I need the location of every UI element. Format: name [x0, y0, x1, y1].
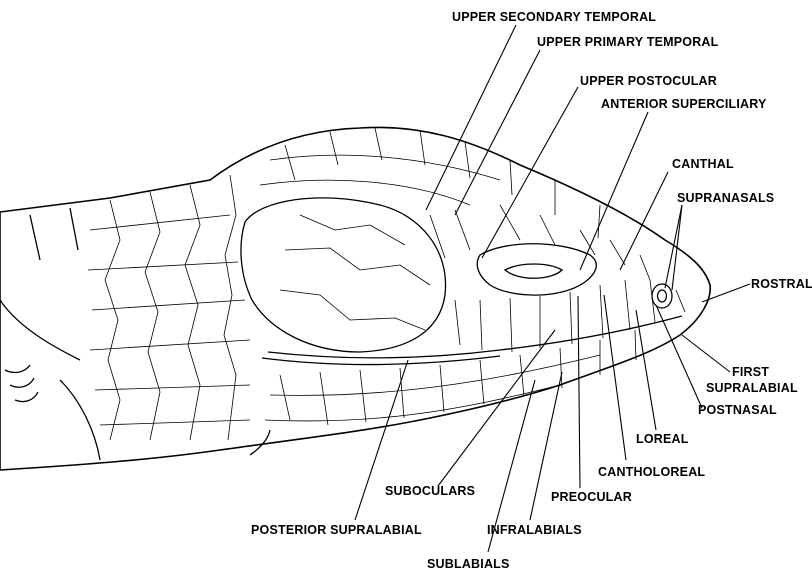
label-loreal: LOREAL	[636, 432, 689, 446]
label-first-supralabial-line1: FIRST	[732, 365, 769, 379]
label-preocular: PREOCULAR	[551, 490, 632, 504]
label-supranasals: SUPRANASALS	[677, 191, 774, 205]
label-infralabials: INFRALABIALS	[487, 523, 582, 537]
label-canthal: CANTHAL	[672, 157, 734, 171]
label-sublabials: SUBLABIALS	[427, 557, 510, 571]
leader-first-supralabial	[682, 335, 730, 372]
label-postnasal: POSTNASAL	[698, 403, 777, 417]
label-posterior-supralabial: POSTERIOR SUPRALABIAL	[251, 523, 422, 537]
snake-head-illustration	[0, 127, 710, 470]
label-rostral: ROSTRAL	[751, 277, 812, 291]
label-upper-postocular: UPPER POSTOCULAR	[580, 74, 717, 88]
label-upper-primary-temporal: UPPER PRIMARY TEMPORAL	[537, 35, 719, 49]
label-anterior-superciliary: ANTERIOR SUPERCILIARY	[601, 97, 767, 111]
label-suboculars: SUBOCULARS	[385, 484, 475, 498]
label-upper-secondary-temporal: UPPER SECONDARY TEMPORAL	[452, 10, 656, 24]
label-first-supralabial-line2: SUPRALABIAL	[706, 381, 798, 395]
label-cantholoreal: CANTHOLOREAL	[598, 465, 705, 479]
